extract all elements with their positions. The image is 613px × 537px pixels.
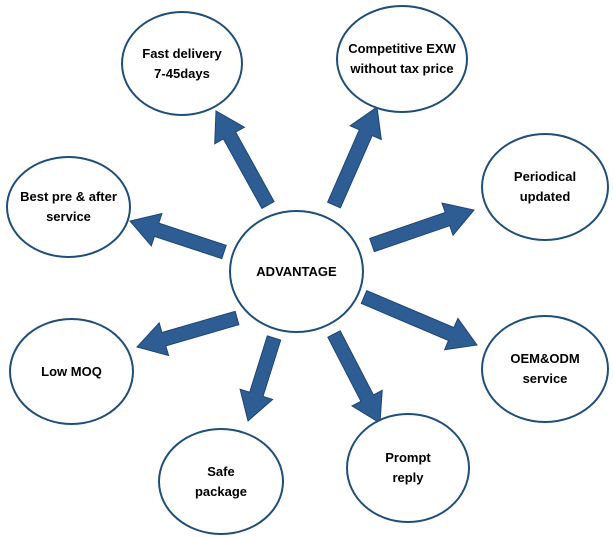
node-prompt-reply-line-1: Prompt [385, 450, 431, 465]
node-fast-delivery: Fast delivery 7-45days [121, 11, 243, 116]
arrow-to-fast-delivery [214, 110, 275, 210]
node-fast-delivery-line-1: Fast delivery [142, 45, 222, 61]
node-periodical-updated-line-1: Periodical [513, 169, 577, 184]
arrow-to-low-moq [136, 310, 240, 357]
node-periodical-updated: Periodical updated [481, 133, 609, 241]
node-best-service-line-1: Best pre & after [20, 189, 117, 204]
arrow-to-prompt-reply [327, 330, 383, 424]
node-competitive-exw-line-2: without tax price [350, 61, 454, 76]
node-low-moq-line-1: Low MOQ [41, 363, 102, 379]
node-safe-package: Safe package [158, 428, 284, 535]
arrow-to-periodical [369, 202, 475, 253]
node-prompt-reply-line-2: reply [392, 470, 424, 485]
arrow-to-safe-package [239, 335, 282, 422]
center-label: ADVANTAGE [256, 263, 337, 279]
center-node-advantage: ADVANTAGE [229, 210, 364, 333]
arrow-to-oem-odm [360, 289, 478, 351]
arrow-to-best-service [129, 212, 227, 260]
node-best-service-line-2: service [46, 209, 91, 224]
node-prompt-reply: Prompt reply [346, 413, 470, 523]
node-best-service: Best pre & after service [6, 156, 131, 258]
node-competitive-exw: Competitive EXW without tax price [336, 5, 468, 113]
node-low-moq: Low MOQ [9, 318, 134, 425]
node-competitive-exw-line-1: Competitive EXW [348, 41, 456, 56]
node-safe-package-line-1: Safe [207, 463, 235, 479]
arrow-to-competitive-exw [326, 106, 382, 209]
node-periodical-updated-line-2: updated [519, 189, 571, 204]
node-safe-package-line-2: package [194, 483, 248, 499]
node-oem-odm-service: OEM&ODM service [481, 315, 609, 423]
node-oem-odm-service-line-2: service [522, 371, 568, 386]
node-fast-delivery-line-2: 7-45days [154, 65, 210, 81]
node-oem-odm-service-line-1: OEM&ODM [510, 351, 580, 366]
